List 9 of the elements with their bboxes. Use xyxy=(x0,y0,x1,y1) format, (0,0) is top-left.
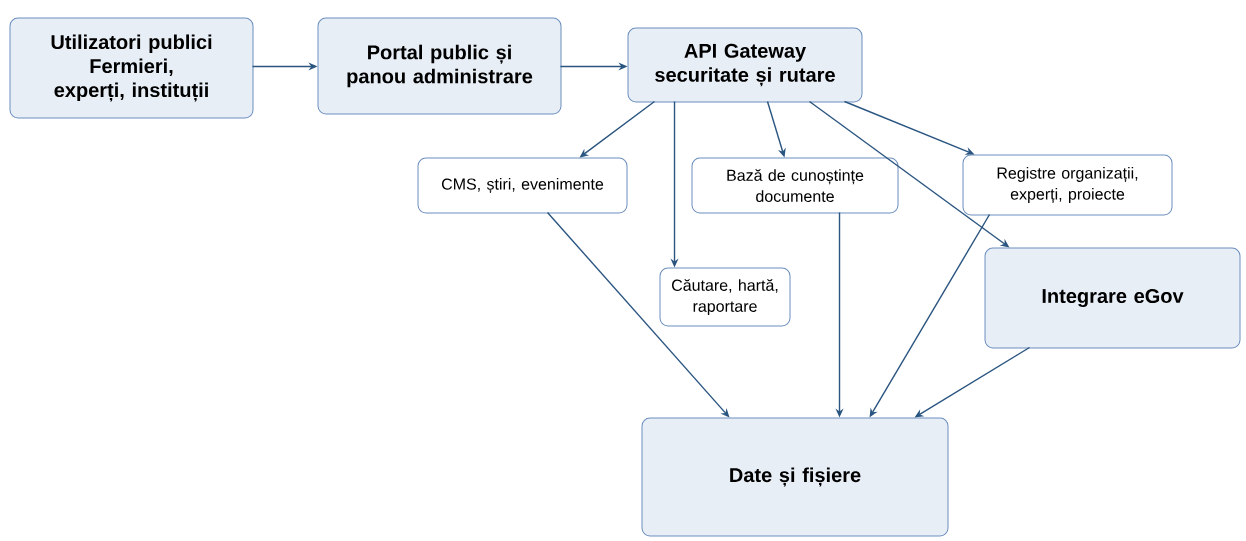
process-box: Date și fișiere xyxy=(641,417,949,537)
process-box: API Gateway securitate și rutare xyxy=(627,27,863,103)
component-box: Căutare, hartă, raportare xyxy=(659,267,791,327)
component-box: CMS, știri, evenimente xyxy=(417,157,628,214)
process-box: Utilizatori publici Fermieri, experți, instituții xyxy=(9,17,254,119)
component-box: Bază de cunoștințe documente xyxy=(691,157,899,214)
process-box: Integrare eGov xyxy=(984,247,1241,349)
process-box: Portal public și panou administrare xyxy=(317,17,562,115)
component-box: Registre organizații, experți, proiecte xyxy=(962,154,1173,216)
